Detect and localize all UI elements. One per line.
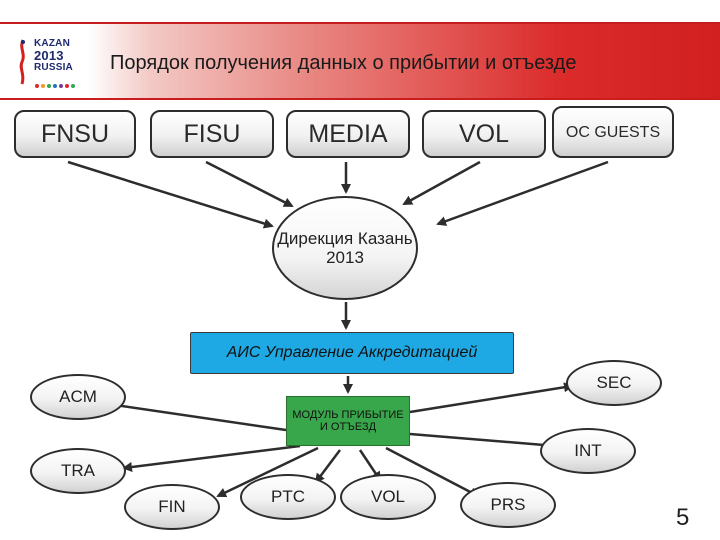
- arrow-fnsu-to-directorate: [67, 160, 274, 229]
- slide-title: Порядок получения данных о прибытии и от…: [110, 52, 577, 74]
- logo-wordmark: KAZAN 2013 RUSSIA: [34, 38, 80, 73]
- arrow-module-to-prs: [385, 446, 480, 498]
- arrow-vol-to-directorate: [402, 160, 481, 206]
- node-fisu: FISU: [150, 110, 274, 158]
- arrow-fisu-to-directorate: [205, 160, 294, 208]
- arrow-module-to-sec: [409, 382, 574, 414]
- header-bottom-rule: [0, 98, 720, 100]
- node-fnsu: FNSU: [14, 110, 136, 158]
- logo-figure-icon: [19, 39, 25, 85]
- universiade-logo: KAZAN 2013 RUSSIA: [14, 30, 82, 94]
- page-number: 5: [676, 504, 690, 531]
- arrow-module-to-tra: [122, 444, 301, 472]
- node-prs: PRS: [460, 482, 556, 528]
- logo-color-marks-icon: [35, 84, 75, 88]
- node-vol-source: VOL: [422, 110, 546, 158]
- node-ptc: PTC: [240, 474, 336, 520]
- node-sec: SEC: [566, 360, 662, 406]
- arrow-module-to-ptc: [314, 449, 341, 484]
- node-ais-accreditation: АИС Управление Аккредитацией: [190, 332, 514, 374]
- header-band: [0, 22, 720, 100]
- node-directorate: Дирекция Казань 2013: [272, 196, 418, 300]
- arrow-module-to-int: [409, 432, 558, 451]
- logo-line-2: 2013: [34, 48, 64, 63]
- logo-line-3: RUSSIA: [34, 62, 73, 73]
- node-tra: TRA: [30, 448, 126, 494]
- node-fin: FIN: [124, 484, 220, 530]
- node-int: INT: [540, 428, 636, 474]
- logo-line-1: KAZAN: [34, 38, 70, 49]
- node-media: MEDIA: [286, 110, 410, 158]
- arrow-module-to-acm: [106, 400, 287, 432]
- node-oc-guests: OC GUESTS: [552, 106, 674, 158]
- node-acm: ACM: [30, 374, 126, 420]
- node-vol-output: VOL: [340, 474, 436, 520]
- header-top-rule: [0, 22, 720, 24]
- node-arrival-departure-module: МОДУЛЬ ПРИБЫТИЕ И ОТЪЕЗД: [286, 396, 410, 446]
- arrow-module-to-fin: [216, 446, 319, 498]
- arrow-ocguests-to-directorate: [436, 160, 609, 226]
